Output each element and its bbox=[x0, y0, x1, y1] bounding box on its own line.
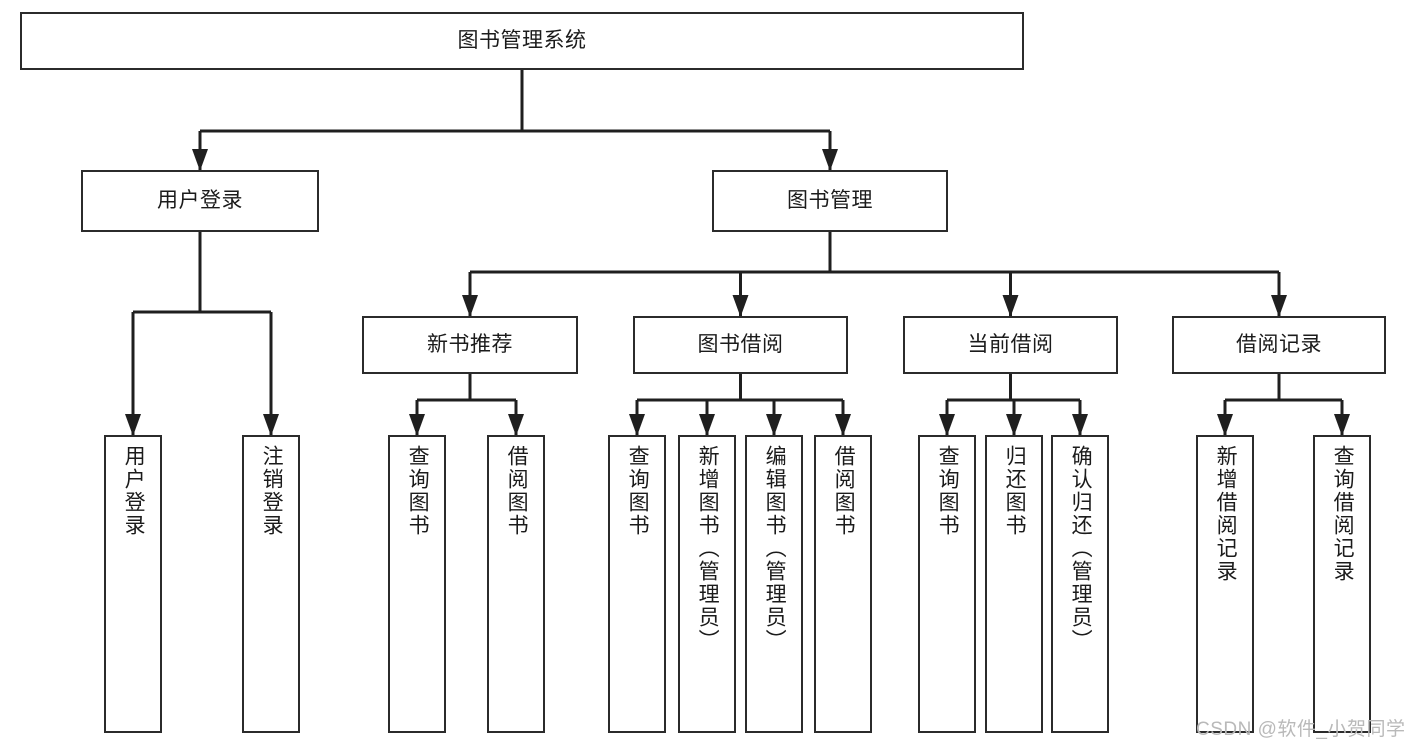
node-label: 图书管理系统 bbox=[457, 28, 587, 52]
connector-arrowhead bbox=[263, 414, 279, 436]
node-leaf-borrow-book-1[interactable]: 借阅图书 bbox=[487, 435, 545, 733]
connector-arrowhead bbox=[1072, 414, 1088, 436]
node-leaf-query-record[interactable]: 查询借阅记录 bbox=[1313, 435, 1371, 733]
connector-arrowhead bbox=[939, 414, 955, 436]
node-leaf-edit-book[interactable]: 编辑图书（管理员） bbox=[745, 435, 803, 733]
node-book-manage[interactable]: 图书管理 bbox=[712, 170, 948, 232]
node-label: 查询图书 bbox=[406, 445, 430, 537]
node-label: 用户登录 bbox=[157, 188, 243, 212]
node-label: 归还图书 bbox=[1003, 445, 1027, 537]
connector-arrowhead bbox=[1271, 295, 1287, 317]
node-book-borrow[interactable]: 图书借阅 bbox=[633, 316, 848, 374]
connector-arrowhead bbox=[409, 414, 425, 436]
node-leaf-query-book-3[interactable]: 查询图书 bbox=[918, 435, 976, 733]
connector-arrowhead bbox=[125, 414, 141, 436]
node-leaf-add-record[interactable]: 新增借阅记录 bbox=[1196, 435, 1254, 733]
node-user-login[interactable]: 用户登录 bbox=[81, 170, 319, 232]
connector-arrowhead bbox=[1334, 414, 1350, 436]
node-leaf-user-login[interactable]: 用户登录 bbox=[104, 435, 162, 733]
node-leaf-query-book-2[interactable]: 查询图书 bbox=[608, 435, 666, 733]
node-borrow-record[interactable]: 借阅记录 bbox=[1172, 316, 1386, 374]
node-label: 图书借阅 bbox=[697, 332, 784, 356]
connector-arrowhead bbox=[508, 414, 524, 436]
connector-arrowhead bbox=[699, 414, 715, 436]
connector-arrowhead bbox=[462, 295, 478, 317]
node-label: 新增借阅记录 bbox=[1214, 445, 1238, 583]
node-label: 确认归还（管理员） bbox=[1069, 445, 1093, 652]
node-leaf-borrow-book-2[interactable]: 借阅图书 bbox=[814, 435, 872, 733]
node-label: 查询借阅记录 bbox=[1331, 445, 1355, 583]
node-label: 借阅记录 bbox=[1236, 332, 1322, 356]
node-new-book-rec[interactable]: 新书推荐 bbox=[362, 316, 578, 374]
connector-arrowhead bbox=[766, 414, 782, 436]
watermark-text: CSDN @软件_小贺同学 bbox=[1196, 719, 1405, 740]
node-leaf-return-book[interactable]: 归还图书 bbox=[985, 435, 1043, 733]
connector-arrowhead bbox=[822, 149, 838, 171]
node-label: 用户登录 bbox=[122, 445, 146, 537]
connector-arrowhead bbox=[192, 149, 208, 171]
connector-arrowhead bbox=[732, 295, 749, 317]
node-label: 查询图书 bbox=[626, 445, 650, 537]
node-label: 查询图书 bbox=[936, 445, 960, 537]
node-label: 当前借阅 bbox=[967, 332, 1054, 356]
node-label: 图书管理 bbox=[787, 188, 873, 212]
node-label: 借阅图书 bbox=[832, 445, 856, 537]
node-current-borrow[interactable]: 当前借阅 bbox=[903, 316, 1118, 374]
node-label: 注销登录 bbox=[260, 445, 284, 537]
connector-arrowhead bbox=[1006, 414, 1022, 436]
connector-arrowhead bbox=[1217, 414, 1233, 436]
node-leaf-query-book-1[interactable]: 查询图书 bbox=[388, 435, 446, 733]
connector-arrowhead bbox=[1002, 295, 1019, 317]
node-label: 借阅图书 bbox=[505, 445, 529, 537]
node-leaf-logout[interactable]: 注销登录 bbox=[242, 435, 300, 733]
node-leaf-add-book[interactable]: 新增图书（管理员） bbox=[678, 435, 736, 733]
node-label: 新书推荐 bbox=[427, 332, 513, 356]
connector-arrowhead bbox=[835, 414, 851, 436]
node-label: 编辑图书（管理员） bbox=[763, 445, 787, 652]
node-label: 新增图书（管理员） bbox=[696, 445, 720, 652]
node-root[interactable]: 图书管理系统 bbox=[20, 12, 1024, 70]
connector-arrowhead bbox=[629, 414, 645, 436]
node-leaf-confirm-return[interactable]: 确认归还（管理员） bbox=[1051, 435, 1109, 733]
